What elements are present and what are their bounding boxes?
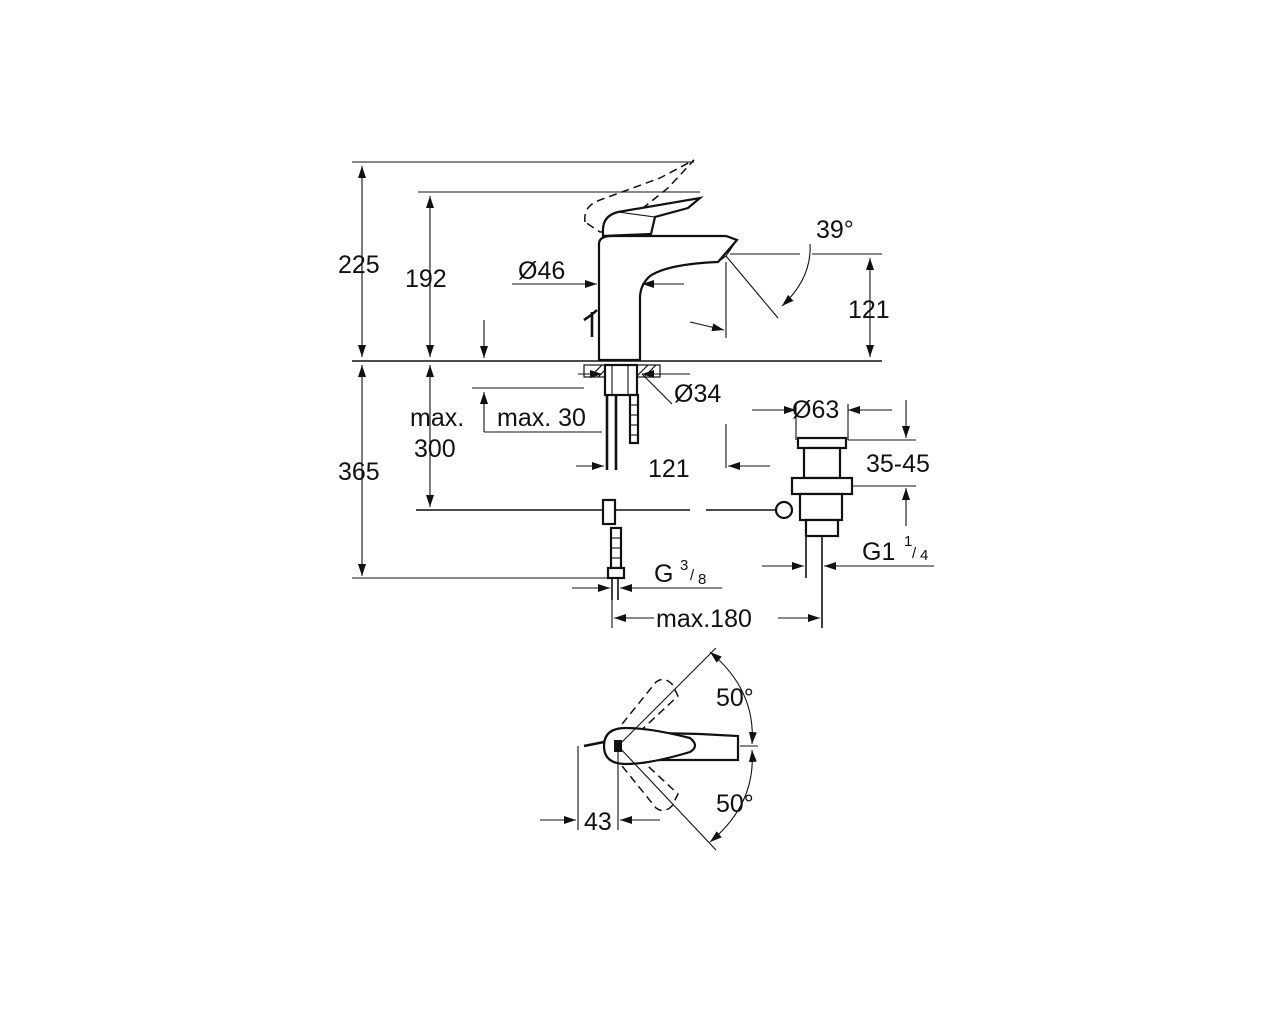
label-g1-numerator: 1 (904, 533, 912, 550)
lever-rotated-up (613, 678, 679, 750)
label-g1-denominator: 4 (920, 547, 928, 564)
label-spout-height-121: 121 (848, 296, 890, 324)
label-diameter-34: Ø34 (674, 380, 721, 408)
label-max-180: max.180 (656, 605, 752, 633)
label-g-slash: / (690, 567, 695, 584)
dimension-labels: 225 192 Ø46 39° 121 Ø34 365 max. 300 max… (338, 216, 930, 836)
label-192: 192 (405, 265, 447, 293)
label-43: 43 (584, 808, 612, 836)
lever-tip (617, 211, 656, 218)
label-225: 225 (338, 251, 380, 279)
label-g-main: G (654, 560, 673, 588)
dimension-lines (352, 161, 934, 628)
popup-rod (583, 309, 598, 322)
label-g-denominator: 8 (698, 571, 706, 588)
label-diameter-63: Ø63 (792, 396, 839, 424)
label-diameter-46: Ø46 (518, 257, 565, 285)
popup-rod-top (583, 740, 605, 748)
supply-pipe (416, 498, 782, 600)
waste-fitting (774, 436, 854, 628)
label-g1-slash: / (912, 545, 917, 562)
faucet-body (597, 234, 739, 362)
label-g-numerator: 3 (680, 557, 688, 574)
label-reach-121: 121 (648, 455, 690, 483)
label-g1-main: G1 (862, 538, 895, 566)
label-365: 365 (338, 458, 380, 486)
supply-hoses (605, 393, 640, 470)
faucet-side-view (352, 159, 882, 628)
mounting-assembly (583, 363, 661, 397)
label-max-prefix: max. (410, 404, 464, 432)
label-35-45: 35-45 (866, 450, 930, 478)
faucet-top-view (540, 647, 758, 851)
label-max-300: 300 (414, 435, 456, 463)
label-angle-39: 39° (816, 216, 854, 244)
label-rotation-up: 50° (716, 684, 754, 712)
label-rotation-down: 50° (716, 790, 754, 818)
lever-rotated-down (613, 740, 679, 812)
label-max-30: max. 30 (497, 404, 586, 432)
